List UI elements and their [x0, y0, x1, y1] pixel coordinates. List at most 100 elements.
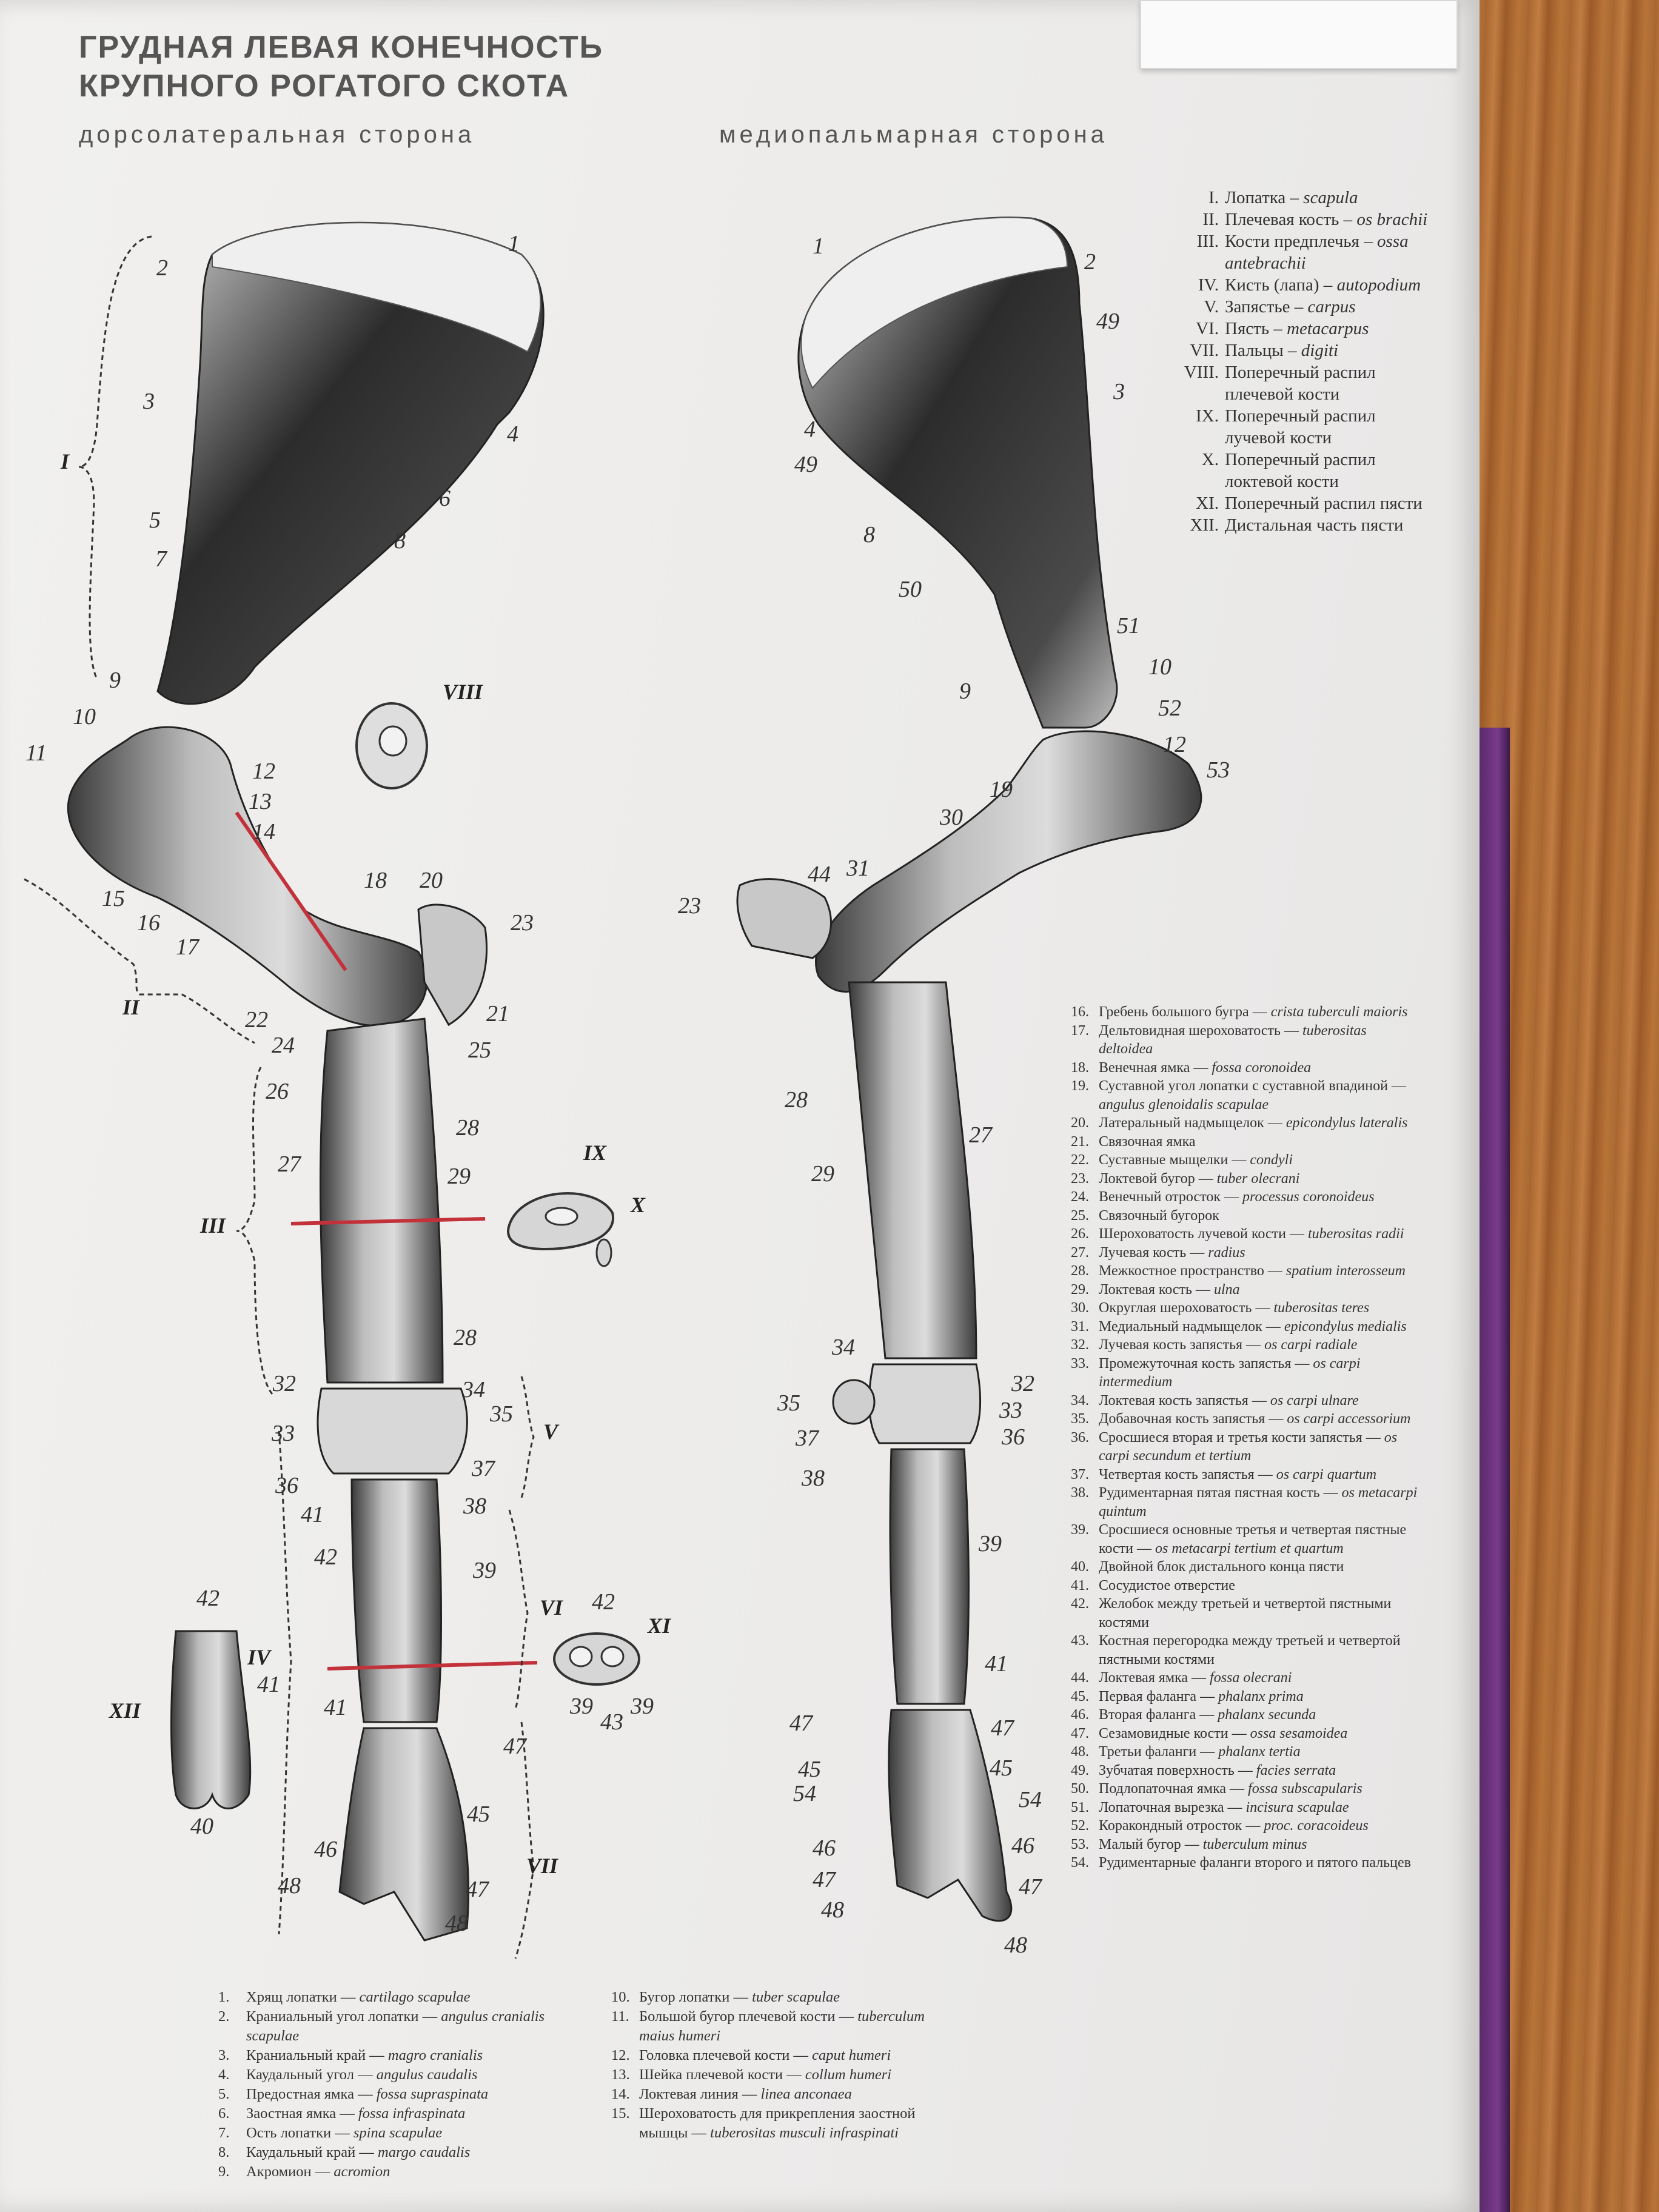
legend-term: Плечевая кость – — [1225, 210, 1357, 229]
legend-row: 11.Большой бугор плечевой кости — tuberc… — [611, 2007, 963, 2046]
figure-label: 35 — [777, 1390, 800, 1416]
legend-text: Лучевая кость запястья — os carpi radial… — [1099, 1336, 1357, 1355]
legend-term: Подлопаточная ямка — — [1099, 1781, 1248, 1797]
figure-label: 1 — [813, 233, 824, 259]
legend-number: 15. — [611, 2105, 630, 2122]
view-label-left: дорсолатеральная сторона — [79, 121, 475, 148]
roman-mark: XII — [109, 1698, 141, 1723]
legend-latin: angulus caudalis — [376, 2066, 478, 2083]
legend-latin: autopodium — [1336, 275, 1421, 295]
legend-latin: spatium interosseum — [1285, 1263, 1406, 1279]
legend-text: Поперечный распил локтевой кости — [1225, 449, 1437, 492]
legend-latin: crista tuberculi maioris — [1270, 1004, 1408, 1020]
legend-term: Межкостное пространство — — [1099, 1263, 1286, 1279]
figure-label: 45 — [467, 1801, 490, 1827]
legend-term: Предостная ямка — — [246, 2086, 377, 2102]
legend-number: 48. — [1071, 1744, 1089, 1760]
legend-number: 31. — [1071, 1318, 1089, 1335]
legend-text: Головка плечевой кости — caput humeri — [639, 2046, 891, 2065]
legend-latin: tuberositas radii — [1308, 1226, 1404, 1242]
legend-term: Зубчатая поверхность — — [1099, 1762, 1256, 1778]
legend-row: 17.Дельтовидная шероховатость — tuberosi… — [1071, 1022, 1423, 1059]
legend-text: Бугор лопатки — tuber scapulae — [639, 1988, 840, 2007]
legend-text: Первая фаланга — phalanx prima — [1099, 1687, 1304, 1706]
figure-label: 20 — [420, 868, 443, 893]
left-scapula-cartilage — [212, 222, 541, 353]
legend-number: 54. — [1071, 1855, 1089, 1871]
legend-latin: epicondylus medialis — [1284, 1318, 1407, 1335]
legend-text: Суставные мыщелки — condyli — [1099, 1151, 1293, 1170]
legend-row: 6.Заостная ямка — fossa infraspinata — [218, 2104, 558, 2123]
legend-number: 13. — [611, 2066, 630, 2083]
legend-row: 41.Сосудистое отверстие — [1071, 1577, 1423, 1595]
legend-term: Шероховатость для прикрепления заостной … — [639, 2105, 916, 2141]
legend-number: 1. — [218, 1989, 230, 2005]
legend-latin: acromion — [333, 2163, 390, 2180]
figure-label: 39 — [631, 1694, 654, 1719]
legend-number: 47. — [1071, 1725, 1089, 1741]
legend-row: 2.Краниальный угол лопатки — angulus cra… — [218, 2007, 558, 2046]
legend-term: Сезамовидные кости — — [1099, 1725, 1250, 1741]
legend-row: 39.Сросшиеся основные третья и четвертая… — [1071, 1521, 1423, 1558]
figure-label: 48 — [821, 1897, 844, 1923]
legend-latin: angulus cranialis scapulae — [246, 2008, 545, 2044]
legend-latin: phalanx secunda — [1218, 1707, 1316, 1723]
right-scapula-cartilage — [800, 216, 1068, 389]
figure-label: 54 — [1019, 1787, 1042, 1812]
roman-mark: X — [631, 1193, 646, 1217]
legend-row: 54.Рудиментарные фаланги второго и пятог… — [1071, 1854, 1423, 1872]
roman-mark: V — [543, 1419, 558, 1444]
legend-number: XI. — [1196, 494, 1219, 513]
legend-text: Большой бугор плечевой кости — tuberculu… — [639, 2007, 963, 2046]
legend-text: Кисть (лапа) – autopodium — [1225, 274, 1421, 296]
legend-number: II. — [1202, 210, 1219, 229]
legend-term: Гребень большого бугра — — [1099, 1004, 1271, 1020]
legend-row: 25.Связочный бугорок — [1071, 1207, 1423, 1225]
legend-number: VI. — [1196, 319, 1219, 338]
legend-number: VIII. — [1184, 363, 1219, 382]
figure-label: 45 — [798, 1757, 821, 1782]
cross-sections — [170, 702, 640, 1809]
section-radius-hole — [545, 1207, 578, 1226]
legend-row: 33.Промежуточная кость запястья — os car… — [1071, 1355, 1423, 1392]
roman-mark: IV — [247, 1645, 271, 1669]
roman-mark: I — [61, 449, 70, 474]
legend-number: 9. — [218, 2163, 230, 2180]
legend-term: Венечная ямка — — [1099, 1059, 1212, 1076]
legend-term: Шейка плечевой кости — — [639, 2066, 805, 2083]
legend-term: Первая фаланга — — [1099, 1688, 1219, 1704]
legend-latin: scapula — [1303, 188, 1358, 207]
legend-term: Каудальный край — — [246, 2144, 378, 2160]
legend-row: VI.Пясть – metacarpus — [1152, 318, 1437, 340]
legend-latin: digiti — [1301, 341, 1339, 360]
legend-number: 30. — [1071, 1300, 1089, 1316]
figure-label: 10 — [73, 704, 96, 729]
legend-latin: phalanx tertia — [1218, 1744, 1301, 1760]
legend-latin: facies serrata — [1256, 1762, 1336, 1778]
figure-label: 52 — [1158, 695, 1181, 721]
region-brackets — [24, 235, 535, 1959]
legend-text: Медиальный надмыщелок — epicondylus medi… — [1099, 1318, 1407, 1336]
legend-number: 14. — [611, 2086, 630, 2102]
figure-label: 48 — [1004, 1932, 1027, 1958]
legend-text: Лопатка – scapula — [1225, 187, 1358, 209]
legend-number: 20. — [1071, 1115, 1089, 1131]
legend-text: Третьи фаланги — phalanx tertia — [1099, 1743, 1301, 1761]
title-line-2: КРУПНОГО РОГАТОГО СКОТА — [79, 69, 570, 104]
figure-label: 16 — [137, 910, 160, 936]
legend-number: III. — [1196, 232, 1219, 251]
bracket-V — [520, 1376, 535, 1498]
legend-latin: processus coronoideus — [1242, 1189, 1375, 1205]
section-ulna — [595, 1238, 612, 1267]
legend-row: 4.Каудальный угол — angulus caudalis — [218, 2065, 558, 2085]
right-accessory-carpal — [832, 1379, 876, 1425]
legend-row: 49.Зубчатая поверхность — facies serrata — [1071, 1761, 1423, 1780]
legend-number: 53. — [1071, 1836, 1089, 1852]
legend-text: Сосудистое отверстие — [1099, 1577, 1235, 1595]
legend-term: Ость лопатки — — [246, 2125, 354, 2141]
legend-term: Запястье – — [1225, 297, 1308, 317]
legend-term: Локтевая кость запястья — — [1099, 1392, 1270, 1409]
legend-row: 18.Венечная ямка — fossa coronoidea — [1071, 1059, 1423, 1078]
legend-text: Локтевая кость — ulna — [1099, 1281, 1240, 1299]
figure-label: 39 — [570, 1694, 593, 1719]
